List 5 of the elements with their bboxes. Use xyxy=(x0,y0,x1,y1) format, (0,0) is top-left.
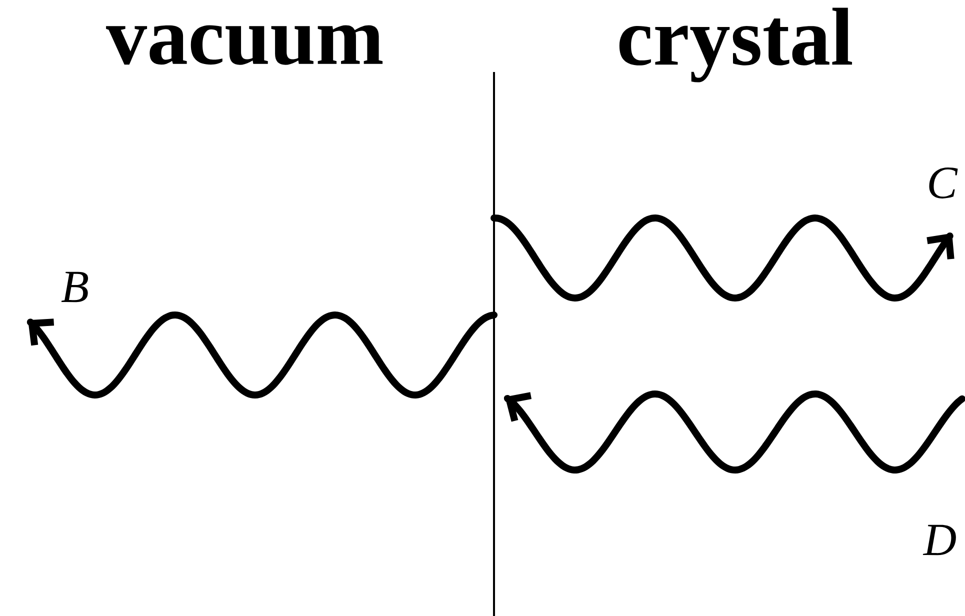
wave-label: D xyxy=(922,524,956,556)
heading: crystal xyxy=(619,8,852,82)
wave-label: C xyxy=(929,168,958,198)
heading: vacuum xyxy=(106,25,383,65)
wave-label: B xyxy=(61,272,88,302)
